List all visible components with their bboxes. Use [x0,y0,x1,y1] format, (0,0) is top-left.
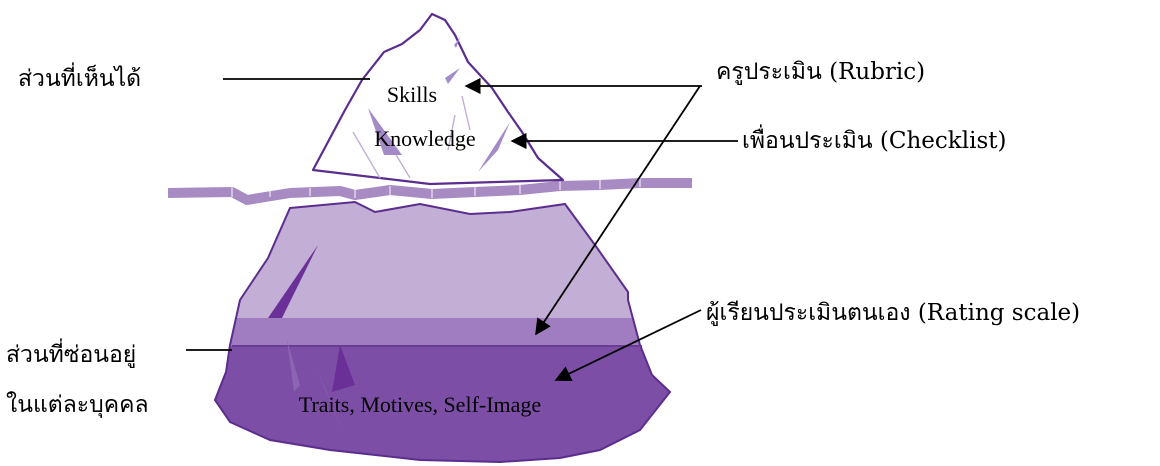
crystal-shard [287,340,300,392]
waterline-texture [231,178,641,198]
crystal-shard [268,245,318,318]
iceberg-underwater-outline [213,200,672,464]
visible-part-label: ส่วนที่เห็นได้ [18,62,141,92]
crystal-shard [316,368,346,440]
waterline [167,178,692,205]
crystal-shard [478,122,510,172]
hidden-part-label-line2: ในแต่ละบุคคล [6,391,149,418]
peer-assessment-label: เพื่อนประเมิน (Checklist) [742,124,1006,154]
upper-body-layer [215,202,670,320]
teacher-to-middle-arrow [535,85,701,336]
crystal-shard [332,345,355,392]
iceberg-underwater [215,202,670,462]
iceberg-tip [311,12,565,186]
skills-label: Skills [387,82,437,107]
self-to-deep-arrow [554,309,702,381]
crystal-shard [368,108,402,155]
knowledge-label: Knowledge [374,126,475,151]
crystal-shard [454,38,460,48]
traits-label: Traits, Motives, Self-Image [299,392,541,417]
teacher-assessment-label: ครูประเมิน (Rubric) [716,59,925,85]
middle-band-layer [215,318,670,348]
crystal-shard [445,68,460,84]
hidden-part-label-line1: ส่วนที่ซ่อนอยู่ [6,338,136,368]
self-assessment-label: ผู้เรียนประเมินตนเอง (Rating scale) [706,300,1080,326]
